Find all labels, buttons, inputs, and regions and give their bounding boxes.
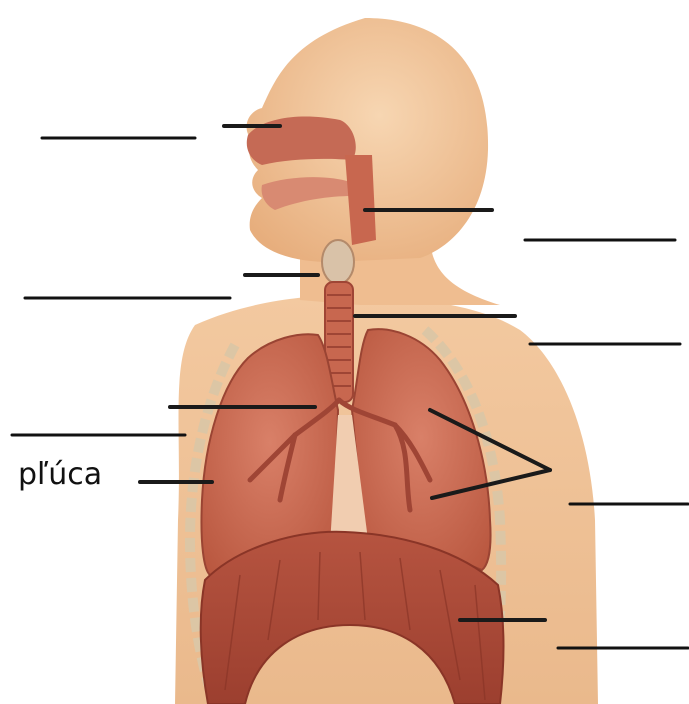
label-lungs: pľúca (18, 457, 102, 492)
larynx (322, 240, 354, 284)
human-figure (175, 18, 598, 704)
